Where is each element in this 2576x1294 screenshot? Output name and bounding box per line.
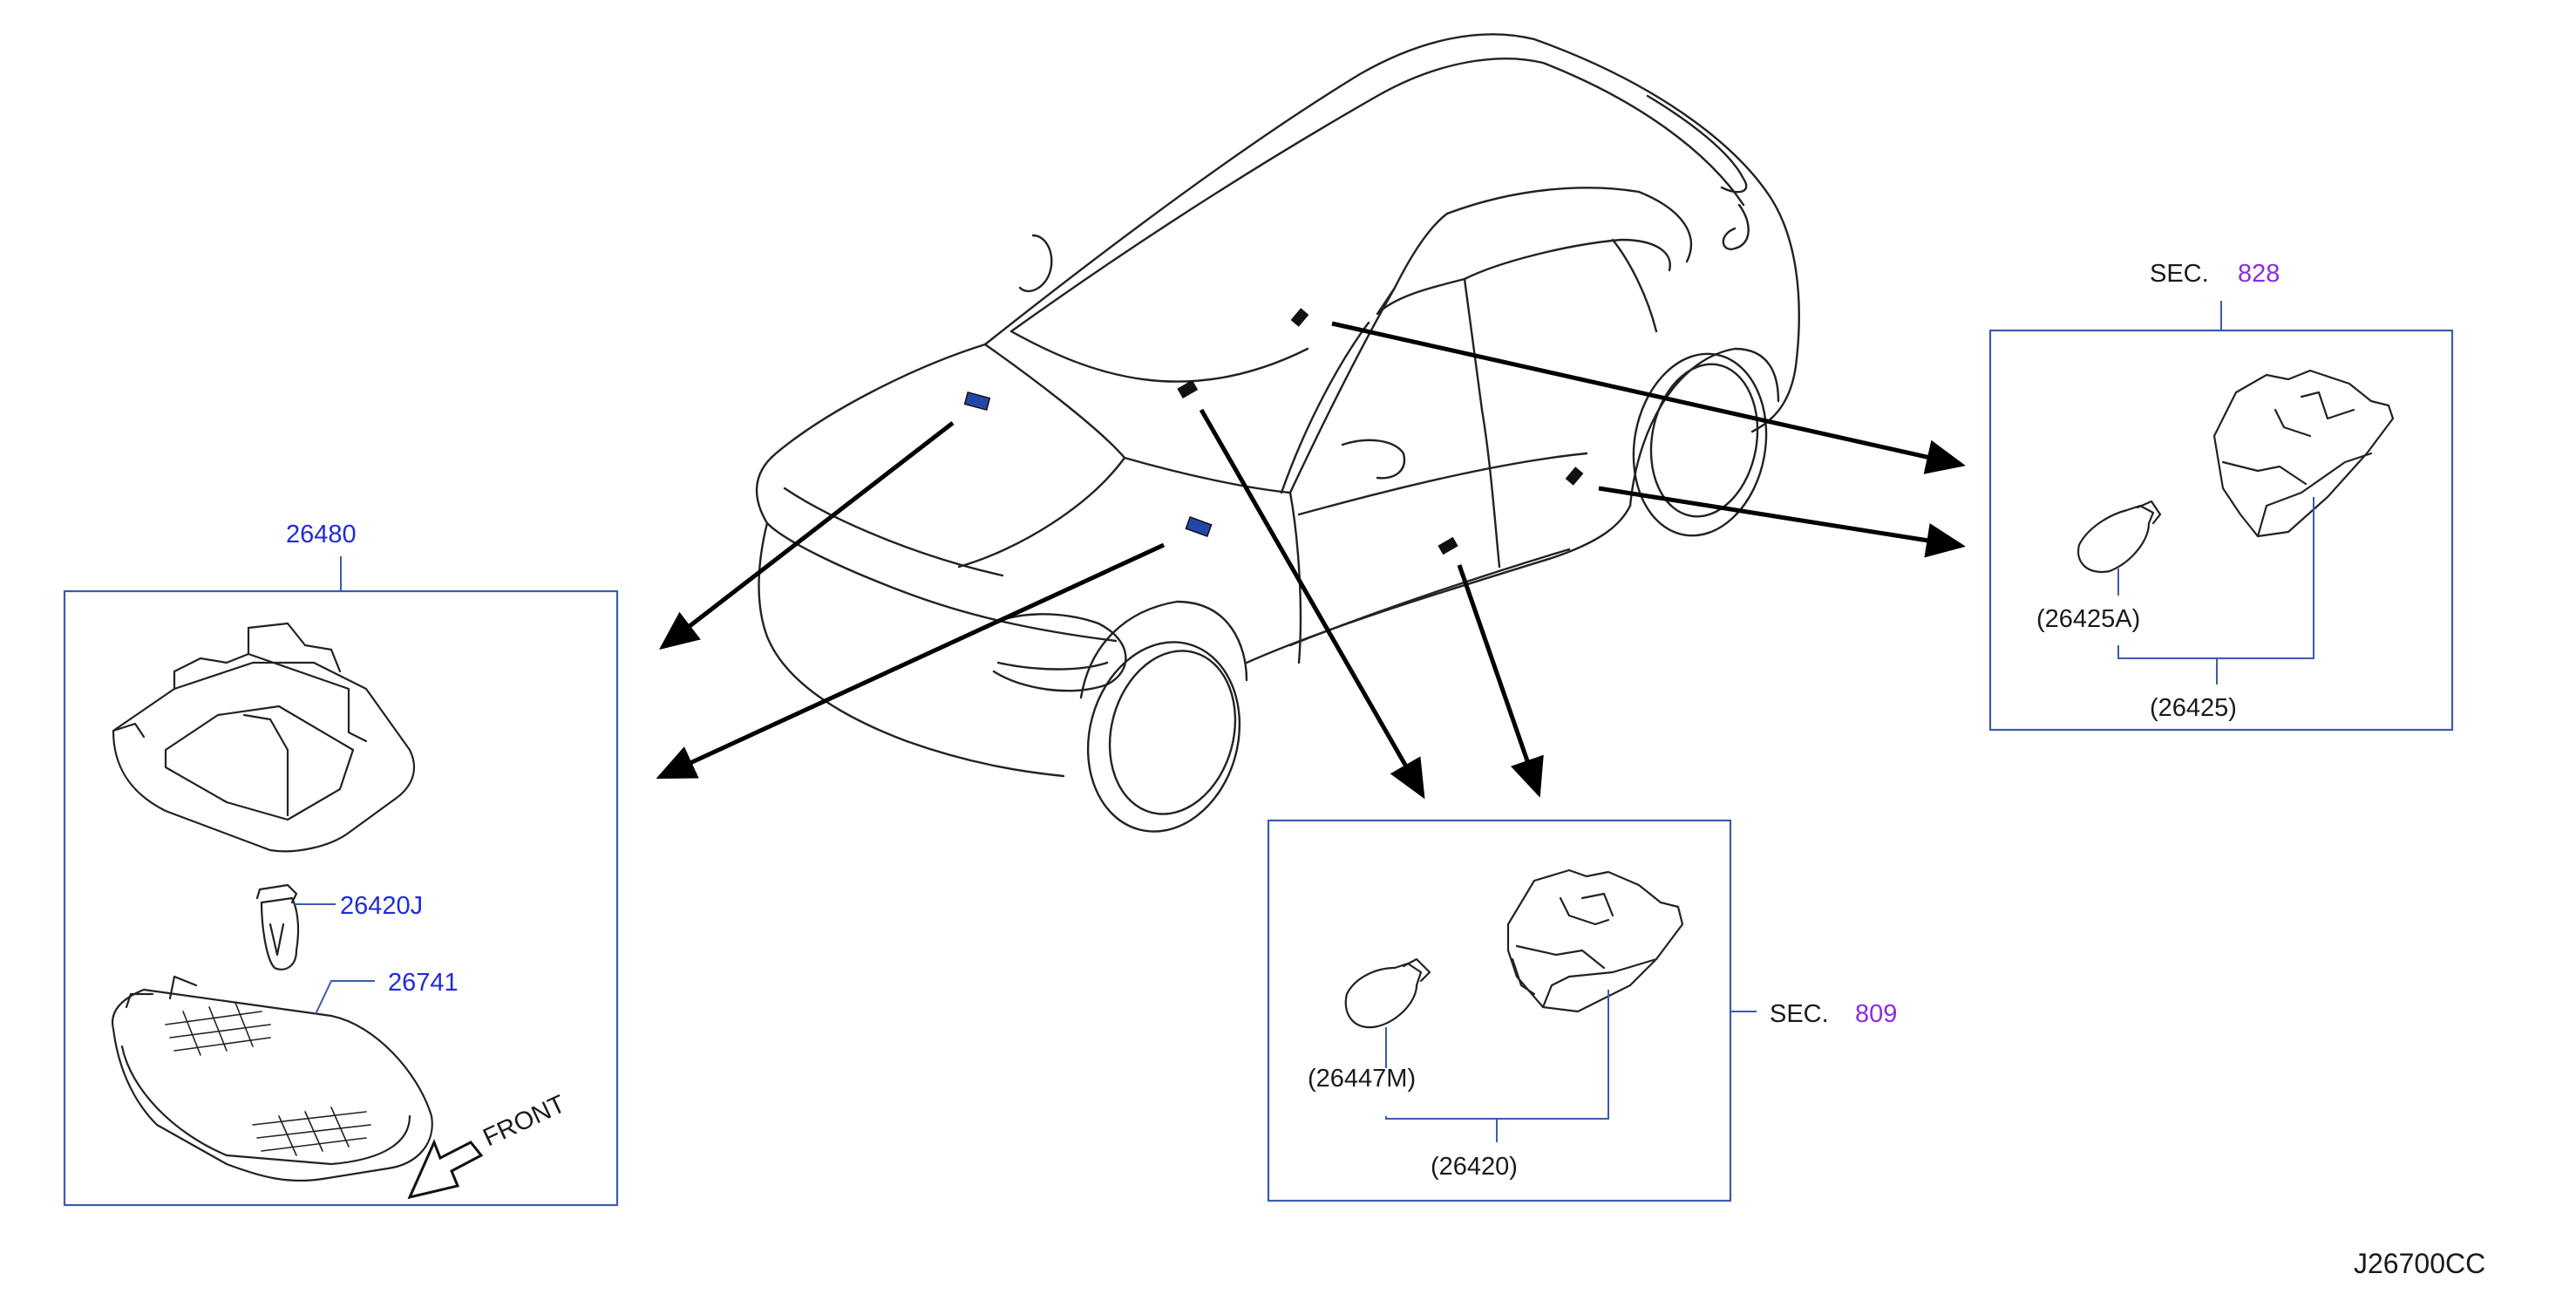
part-number-26447m[interactable]: (26447M)	[1308, 1065, 1416, 1093]
sec-828-prefix: SEC.	[2150, 260, 2209, 288]
vanity-lamp-housing-drawing	[1506, 868, 1684, 1013]
part-number-26425a[interactable]: (26425A)	[2036, 605, 2140, 633]
lamp-location-markers	[963, 308, 1584, 555]
map-lamp-lens-drawing	[111, 975, 433, 1182]
sec-828-callout: (26425A) (26425) SEC. 828	[1988, 260, 2454, 732]
step-bulb-drawing	[2076, 500, 2162, 574]
callout-arrows	[656, 321, 1966, 800]
part-number-26420j[interactable]: 26420J	[340, 892, 423, 920]
vanity-bulb-drawing	[1344, 957, 1431, 1029]
sec-809-link[interactable]: 809	[1855, 1000, 1897, 1028]
drawing-code: J26700CC	[2354, 1248, 2485, 1279]
part-number-26420[interactable]: (26420)	[1431, 1153, 1518, 1181]
front-label: FRONT	[479, 1090, 569, 1152]
front-direction-arrow	[407, 1139, 484, 1200]
part-number-26741[interactable]: 26741	[388, 969, 459, 997]
part-number-26480[interactable]: 26480	[286, 521, 357, 548]
map-lamp-callout: FRONT 26480 26420J 26741	[63, 521, 619, 1207]
sec-809-prefix: SEC.	[1770, 1000, 1829, 1028]
map-lamp-bulb-drawing	[255, 883, 300, 970]
sec-809-callout: (26447M) (26420) SEC. 809	[1267, 819, 1897, 1202]
sec-828-link[interactable]: 828	[2238, 260, 2280, 288]
step-lamp-housing-drawing	[2212, 369, 2395, 538]
map-lamp-housing-drawing	[112, 622, 416, 853]
part-number-26425[interactable]: (26425)	[2150, 694, 2237, 722]
vehicle-outline	[755, 33, 1800, 833]
